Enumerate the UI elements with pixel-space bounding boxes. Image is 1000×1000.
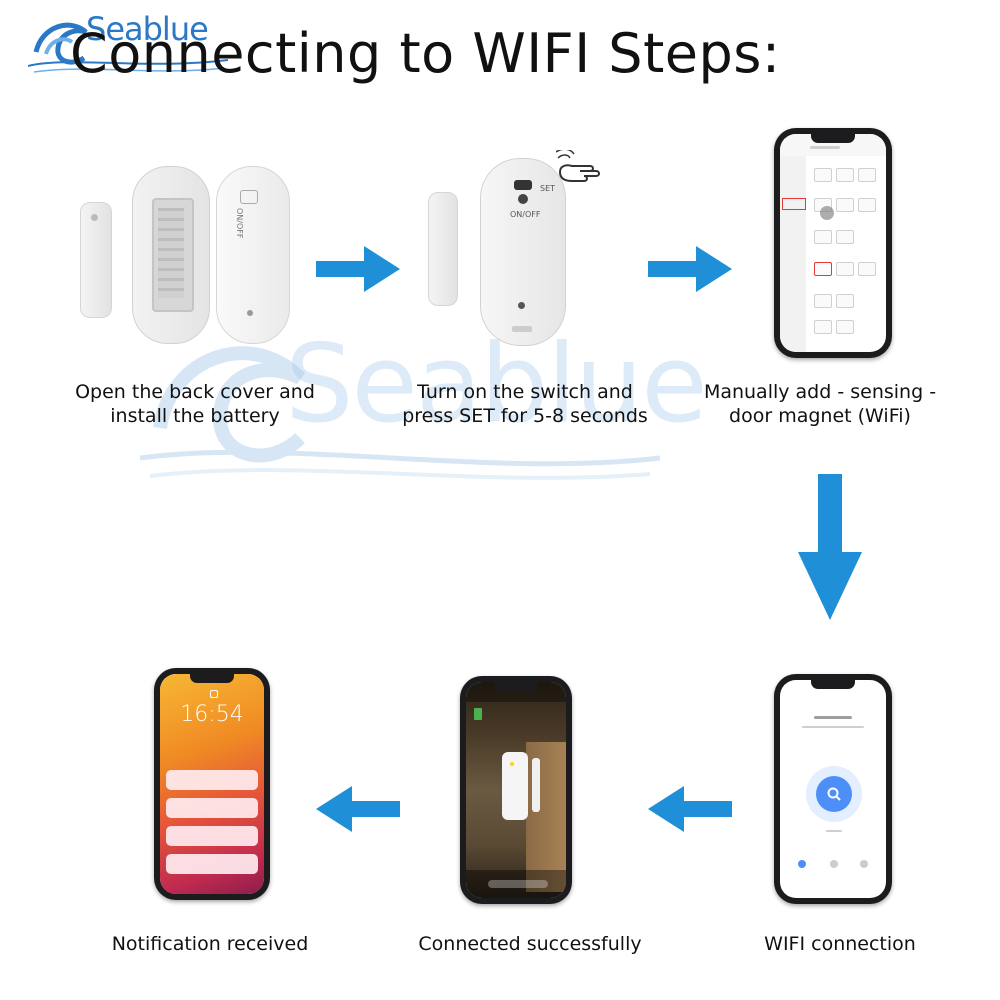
phone-connected: [460, 676, 572, 904]
magnet-piece: [80, 202, 112, 318]
caption-step-1: Open the back cover and install the batt…: [75, 381, 315, 427]
phone-notification: 16:54: [154, 668, 270, 900]
step-1-illustration: ON/OFF: [70, 160, 300, 350]
notification-item: [166, 770, 258, 790]
page-title: Connecting to WIFI Steps:: [70, 22, 781, 85]
lock-time: 16:54: [180, 702, 244, 727]
set-button: [518, 194, 528, 204]
phone-add-device: [774, 128, 892, 358]
tap-hand-icon: [820, 206, 834, 220]
arrow-down: [798, 474, 862, 620]
sensor-on-door: [502, 752, 528, 820]
lock-screen: 16:54: [160, 674, 264, 894]
caption-step-5: Connected successfully: [418, 933, 642, 955]
arrow-left-2: [648, 786, 732, 832]
switch-label: ON/OFF: [235, 208, 244, 239]
caption-step-2: Turn on the switch and press SET for 5-8…: [402, 381, 648, 427]
camera-view-screen: [466, 682, 566, 898]
notification-item: [166, 826, 258, 846]
arrow-right-1: [316, 246, 400, 292]
scan-ring-inner: [816, 776, 852, 812]
set-text: SET: [540, 184, 556, 193]
caption-step-6: Notification received: [111, 933, 309, 955]
category-highlight: [782, 198, 806, 210]
door-sensor-highlight: [814, 262, 832, 276]
notification-item: [166, 798, 258, 818]
pointing-hand-icon: [556, 150, 600, 182]
arrow-left-1: [316, 786, 400, 832]
seablue-logo: [28, 22, 228, 73]
back-cover: [216, 166, 290, 344]
search-icon: [827, 787, 841, 801]
watermark-wave: [140, 346, 660, 480]
step-2-illustration: ON/OFF SET: [420, 150, 620, 350]
caption-step-3: Manually add - sensing - door magnet (Wi…: [703, 381, 937, 427]
arrow-right-2: [648, 246, 732, 292]
switch-text: ON/OFF: [510, 210, 541, 219]
lock-icon: [210, 690, 218, 698]
on-off-switch: [514, 180, 532, 190]
watermark-text: Seablue: [285, 322, 708, 447]
adding-device-screen: [780, 680, 886, 898]
battery-status-icon: [474, 708, 482, 720]
app-screen-add-device: [780, 134, 886, 352]
caption-step-4: WIFI connection: [764, 933, 916, 955]
notification-item: [166, 854, 258, 874]
magnet-piece: [428, 192, 458, 306]
brand-name: Seablue: [86, 10, 209, 48]
magnet-on-door: [532, 758, 540, 812]
phone-wifi-connection: [774, 674, 892, 904]
